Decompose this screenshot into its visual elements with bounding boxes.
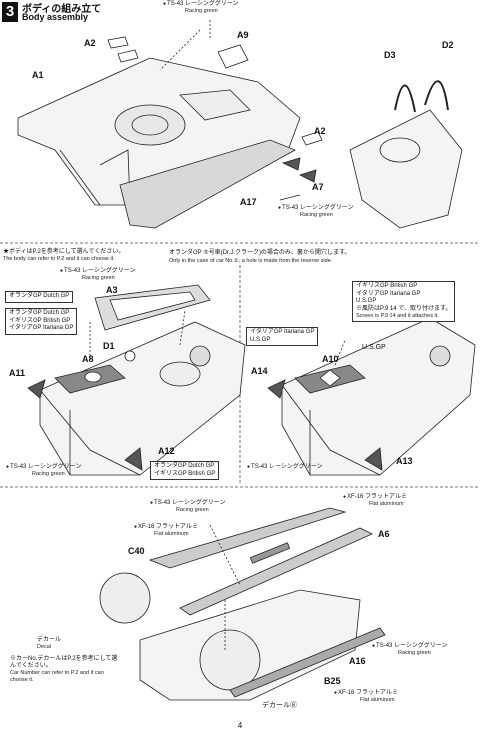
part-label-a17: A17 bbox=[240, 197, 257, 207]
section-title-jp: ボディの組み立て bbox=[22, 4, 102, 15]
paint-label-ts43-a17: TS-43 レーシンググリーン Racing green bbox=[278, 205, 353, 219]
paint-label-ts43-sec4: TS-43 レーシンググリーン Racing green bbox=[150, 500, 225, 514]
variant-box-dutch-british: オランダGP Dutch GP イギリスGP British GP bbox=[150, 461, 220, 480]
part-label-b25: B25 bbox=[324, 676, 341, 686]
part-label-a8: A8 bbox=[82, 354, 94, 364]
part-label-a14: A14 bbox=[251, 366, 268, 376]
paint-label-xf16-top: XF-16 フラットアルミ Flat aluminum bbox=[343, 494, 407, 508]
part-label-a10: A10 bbox=[322, 354, 339, 364]
paint-label-ts43-sec2: TS-43 レーシンググリーン Racing green bbox=[6, 464, 81, 478]
part-label-a9: A9 bbox=[237, 30, 249, 40]
part-label-d2: D2 bbox=[442, 40, 454, 50]
part-label-a6: A6 bbox=[378, 529, 390, 539]
paint-label-ts43-sec3: TS-43 レーシンググリーン bbox=[247, 464, 322, 471]
part-label-a2-top: A2 bbox=[84, 38, 96, 48]
car-number-note: ※カーNo.デカールはP.2を参考にして選んでください。 Car Number … bbox=[10, 656, 118, 683]
variant-box-italy-us: イタリアGP Itariana GP U.S.GP bbox=[246, 327, 319, 346]
paint-label-ts43-right: TS-43 レーシンググリーン Racing green bbox=[372, 643, 447, 657]
part-label-d3: D3 bbox=[384, 50, 396, 60]
part-label-a11: A11 bbox=[9, 368, 26, 378]
part-label-c40: C40 bbox=[128, 546, 145, 556]
step-number: 3 bbox=[2, 2, 18, 22]
variant-box-windscreen: イギリスGP British GP イタリアGP Itariana GP U.S… bbox=[352, 281, 456, 322]
part-label-a1: A1 bbox=[32, 70, 44, 80]
variant-box-multi: オランダGP Dutch GP イギリスGP British GP イタリアGP… bbox=[5, 308, 78, 335]
part-label-a13: A13 bbox=[396, 456, 413, 466]
part-label-d1: D1 bbox=[103, 341, 115, 351]
part-label-a2-right: A2 bbox=[314, 126, 326, 136]
body-select-note: ★ボディはP.2を参考にして選んでください。 The body can refe… bbox=[3, 249, 125, 262]
decal-8-label: デカール⑧ bbox=[262, 702, 297, 709]
part-label-a3: A3 bbox=[106, 285, 118, 295]
variant-box-dutch: オランダGP Dutch GP bbox=[5, 291, 74, 303]
paint-label-xf16-left: XF-16 フラットアルミ Flat aluminum bbox=[134, 524, 198, 538]
paint-label-ts43-a3: TS-43 レーシンググリーン Racing green bbox=[60, 268, 135, 282]
part-label-a16: A16 bbox=[349, 656, 366, 666]
page-number: 4 bbox=[237, 721, 243, 730]
part-label-a7: A7 bbox=[312, 182, 324, 192]
usgp-label: U.S.GP bbox=[362, 344, 386, 351]
decal-label: デカール Decal bbox=[37, 637, 62, 650]
dutch-hole-note: オランダGP ⑤号車(Dr.J.クラーク)の場合のみ、裏から開穴します。 Onl… bbox=[169, 250, 351, 264]
part-label-a12: A12 bbox=[158, 446, 175, 456]
paint-label-ts43-top: TS-43 レーシンググリーン Racing green bbox=[163, 1, 238, 15]
section-title-en: Body assembly bbox=[22, 12, 89, 22]
paint-label-xf16-bottom: XF-16 フラットアルミ Flat aluminum bbox=[334, 690, 398, 704]
